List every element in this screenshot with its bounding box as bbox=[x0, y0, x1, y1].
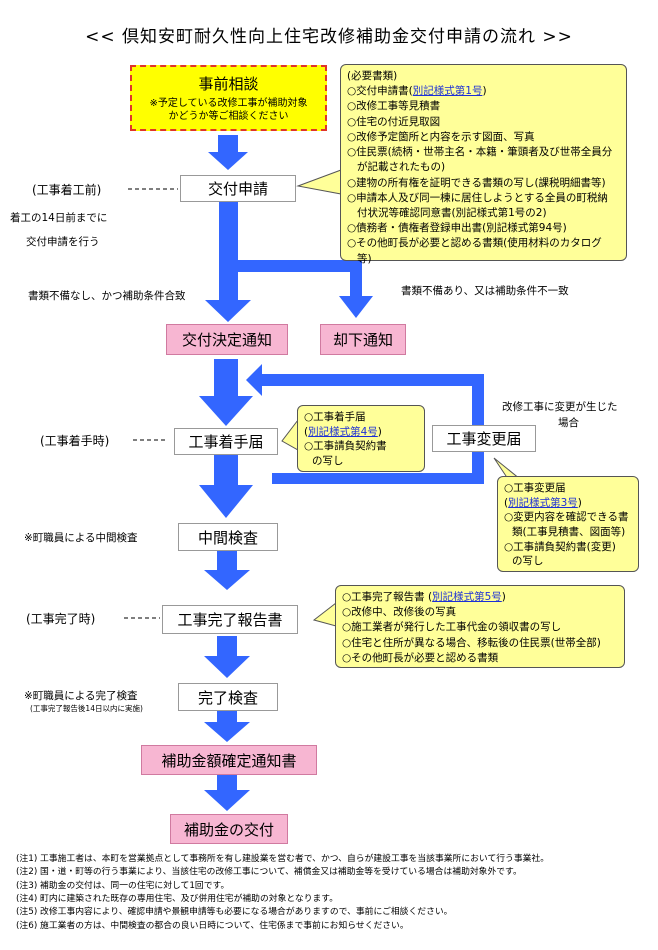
doc-item: ○工事請負契約書 bbox=[304, 440, 387, 453]
condition-ng-label: 書類不備あり、又は補助条件不一致 bbox=[401, 285, 569, 297]
final-inspection-box-label: 完了検査 bbox=[197, 688, 258, 707]
page-title: << 倶知安町耐久性向上住宅改修補助金交付申請の流れ >> bbox=[85, 27, 573, 47]
doc-item: 類(工事見積書、図面等) bbox=[512, 526, 626, 539]
callout-pointer-report bbox=[312, 601, 337, 627]
condition-ok-label: 書類不備なし、かつ補助条件合致 bbox=[28, 290, 186, 302]
footnote: (注3) 補助金の交付は、同一の住宅に対して1回です。 bbox=[16, 880, 230, 891]
doc-item: ○住民票(続柄・世帯主名・本籍・筆頭者及び世帯全員分 bbox=[347, 146, 613, 159]
doc-item: ○その他町長が必要と認める書類 bbox=[342, 651, 499, 664]
final-inspection-box: 完了検査 bbox=[178, 683, 278, 711]
doc-item: ○債務者・債権者登録申出書(別記様式第94号) bbox=[347, 222, 567, 235]
subsidy-payment-box: 補助金の交付 bbox=[170, 814, 288, 844]
doc-item: ○工事変更届 bbox=[504, 482, 566, 494]
footnote: (注5) 改修工事内容により、確認申請や景観申請等も必要になる場合がありますので… bbox=[16, 907, 453, 918]
footnote: (注4) 町内に建築された既存の専用住宅、及び併用住宅が補助の対象となります。 bbox=[16, 894, 339, 905]
subsidy-payment-label: 補助金の交付 bbox=[183, 820, 274, 839]
callout-pointer-application bbox=[296, 169, 342, 195]
doc-item: ○改修予定箇所と内容を示す図面、写真 bbox=[347, 130, 535, 143]
completion-report-label: 工事完了報告書 bbox=[177, 611, 283, 629]
callout-pointer-start bbox=[281, 418, 299, 451]
application-documents-callout: (必要書類) ○交付申請書(別記様式第1号) ○改修工事等見積書 ○住宅の付近見… bbox=[340, 64, 627, 265]
doc-item: (別記様式第3号) bbox=[504, 496, 582, 509]
doc-item: ○交付申請書(別記様式第1号) bbox=[347, 85, 487, 98]
consultation-note: ※予定している改修工事が補助対象かどうか等ご相談ください bbox=[149, 97, 308, 123]
form-link-5[interactable]: 別記様式第5号 bbox=[432, 591, 502, 603]
arrow-decision-to-start bbox=[199, 359, 253, 426]
doc-item: ○その他町長が必要と認める書類(使用材料のカタログ bbox=[347, 237, 602, 250]
amount-confirmation-box: 補助金額確定通知書 bbox=[141, 745, 317, 775]
docs-heading: (必要書類) bbox=[347, 70, 398, 82]
doc-item: ○住宅の付近見取図 bbox=[347, 115, 441, 128]
change-case-label-2: 場合 bbox=[558, 417, 579, 429]
doc-item: ○工事着手届 bbox=[304, 411, 366, 423]
arrow-report-to-finalcheck bbox=[204, 636, 250, 678]
form-link-1[interactable]: 別記様式第1号 bbox=[412, 85, 483, 98]
on-complete-label: (工事完了時) bbox=[26, 612, 96, 626]
final-inspection-sublabel: (工事完了報告後14日以内に実施) bbox=[30, 704, 143, 713]
doc-item: ○改修中、改修後の写真 bbox=[342, 606, 457, 619]
arrow-start-to-change bbox=[272, 452, 484, 484]
deadline-note-2: 交付申請を行う bbox=[26, 236, 100, 248]
arrow-midcheck-to-report bbox=[204, 551, 250, 590]
footnote: (注1) 工事施工者は、本町を営業拠点として事務所を有し建設業を営む者で、かつ、… bbox=[16, 854, 550, 864]
doc-item: ○申請本人及び同一棟に居住しようとする全員の町税納 bbox=[347, 191, 608, 204]
change-notice-box: 工事変更届 bbox=[432, 425, 536, 452]
doc-item: ○施工業者が発行した工事代金の領収書の写し bbox=[342, 621, 562, 634]
footnotes: (注1) 工事施工者は、本町を営業拠点として事務所を有し建設業を営む者で、かつ、… bbox=[16, 853, 646, 933]
consultation-title: 事前相談 bbox=[198, 74, 259, 93]
doc-item: の写し bbox=[512, 555, 544, 568]
arrow-finalcheck-to-confirm bbox=[204, 711, 250, 742]
arrow-start-to-midcheck bbox=[199, 455, 253, 518]
doc-item: 等) bbox=[357, 252, 372, 265]
before-start-label: (工事着工前) bbox=[32, 183, 102, 197]
arrow-branch-to-rejection bbox=[236, 260, 373, 318]
footnote: (注6) 施工業者の方は、中間検査の都合の良い日時について、住宅係まで事前にお知… bbox=[16, 920, 409, 931]
consultation-box: 事前相談 ※予定している改修工事が補助対象かどうか等ご相談ください bbox=[130, 65, 327, 131]
change-case-label-1: 改修工事に変更が生じた bbox=[502, 401, 618, 413]
doc-item: ○建物の所有権を証明できる書類の写し(課税明細書等) bbox=[347, 176, 606, 189]
deadline-note-1: 着工の14日前までに bbox=[10, 212, 108, 224]
report-documents-callout: ○工事完了報告書 (別記様式第5号) ○改修中、改修後の写真 ○施工業者が発行し… bbox=[335, 585, 625, 668]
final-inspection-label: ※町職員による完了検査 bbox=[24, 690, 138, 702]
doc-item: ○工事完了報告書 (別記様式第5号) bbox=[342, 591, 506, 603]
doc-item: が記載されたもの) bbox=[357, 161, 446, 174]
doc-item: の写し bbox=[312, 455, 344, 468]
start-documents-callout: ○工事着手届 (別記様式第4号) ○工事請負契約書 の写し bbox=[297, 405, 425, 472]
start-notice-box: 工事着手届 bbox=[174, 428, 278, 455]
amount-confirmation-label: 補助金額確定通知書 bbox=[161, 751, 297, 770]
mid-inspection-box-label: 中間検査 bbox=[197, 528, 258, 547]
arrow-change-loop bbox=[246, 364, 484, 446]
doc-item: ○住宅と住所が異なる場合、移転後の住民票(世帯全部) bbox=[342, 636, 601, 649]
change-documents-callout: ○工事変更届 (別記様式第3号) ○変更内容を確認できる書 類(工事見積書、図面… bbox=[497, 476, 639, 572]
on-start-label: (工事着手時) bbox=[40, 434, 110, 448]
rejection-notice-label: 却下通知 bbox=[332, 331, 393, 349]
arrow-application-to-decision bbox=[205, 199, 251, 322]
doc-item: ○改修工事等見積書 bbox=[347, 100, 441, 113]
form-link-3[interactable]: 別記様式第3号 bbox=[508, 496, 578, 509]
doc-item: ○変更内容を確認できる書 bbox=[504, 511, 629, 524]
completion-report-box: 工事完了報告書 bbox=[162, 605, 298, 634]
doc-item: ○工事請負契約書(変更) bbox=[504, 540, 616, 553]
arrow-confirm-to-payment bbox=[204, 775, 250, 811]
arrow-consult-to-application bbox=[208, 135, 248, 170]
application-label: 交付申請 bbox=[207, 180, 268, 198]
form-link-4[interactable]: 別記様式第4号 bbox=[308, 425, 378, 438]
decision-notice-label: 交付決定通知 bbox=[181, 331, 272, 349]
application-box: 交付申請 bbox=[180, 175, 296, 202]
decision-notice-box: 交付決定通知 bbox=[166, 324, 288, 355]
start-notice-label: 工事着手届 bbox=[188, 433, 264, 451]
doc-item: 付状況等確認同意書(別記様式第1号の2) bbox=[357, 206, 547, 219]
mid-inspection-label: ※町職員による中間検査 bbox=[24, 532, 138, 544]
mid-inspection-box: 中間検査 bbox=[178, 523, 278, 551]
rejection-notice-box: 却下通知 bbox=[320, 324, 406, 355]
footnote: (注2) 国・道・町等の行う事業により、当該住宅の改修工事について、補償金又は補… bbox=[16, 867, 522, 878]
change-notice-label: 工事変更届 bbox=[446, 430, 522, 448]
doc-item: (別記様式第4号) bbox=[304, 425, 382, 438]
